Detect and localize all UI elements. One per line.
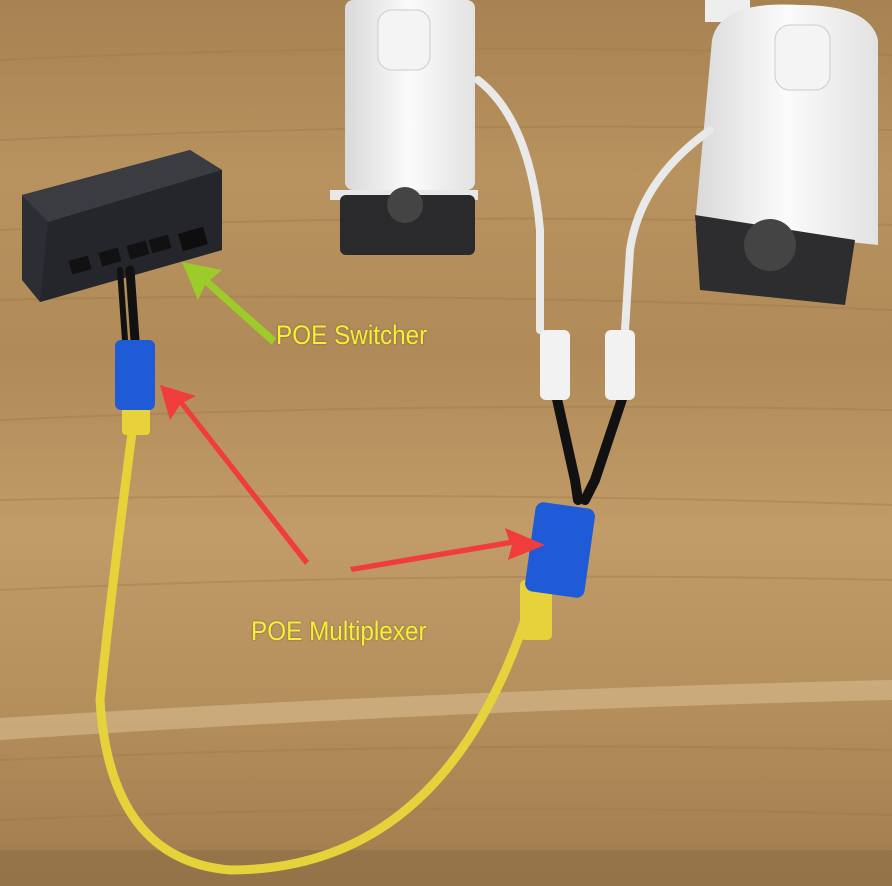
arrow-to-right-multiplexer bbox=[350, 528, 545, 572]
poe-multiplexer-right bbox=[525, 502, 595, 598]
ip-camera-right bbox=[695, 4, 878, 305]
poe-multiplexer-left bbox=[115, 340, 155, 410]
camera-cables bbox=[95, 76, 714, 875]
poe-switch bbox=[22, 150, 222, 302]
poe-multiplexer-label: POE Multiplexer bbox=[251, 616, 427, 646]
poe-switcher-label: POE Switcher bbox=[276, 320, 428, 350]
arrow-to-left-multiplexer bbox=[160, 385, 309, 565]
ip-camera-left bbox=[330, 0, 478, 255]
arrow-to-switch bbox=[182, 262, 276, 345]
